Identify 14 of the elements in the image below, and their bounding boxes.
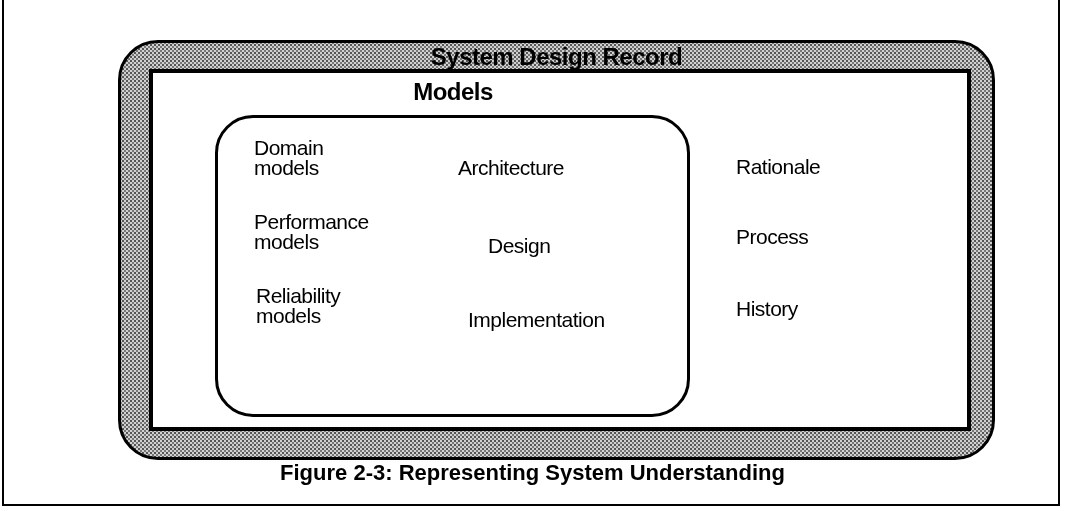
section-frame bbox=[149, 69, 971, 431]
item-label: Architecture bbox=[458, 158, 566, 178]
panel-title: System Design Record bbox=[429, 47, 684, 67]
item-label: History bbox=[736, 299, 799, 319]
group-heading: Models bbox=[412, 82, 494, 102]
item-label: Reliability models bbox=[256, 286, 342, 326]
figure-caption: Figure 2-3: Representing System Understanding bbox=[279, 460, 786, 486]
item-label: Performance models bbox=[254, 212, 370, 252]
item-label: Domain models bbox=[254, 138, 325, 178]
item-label: Rationale bbox=[736, 157, 822, 177]
item-label: Implementation bbox=[468, 310, 606, 330]
item-label: Design bbox=[488, 236, 552, 256]
item-label: Process bbox=[736, 227, 810, 247]
record-panel bbox=[118, 40, 995, 460]
